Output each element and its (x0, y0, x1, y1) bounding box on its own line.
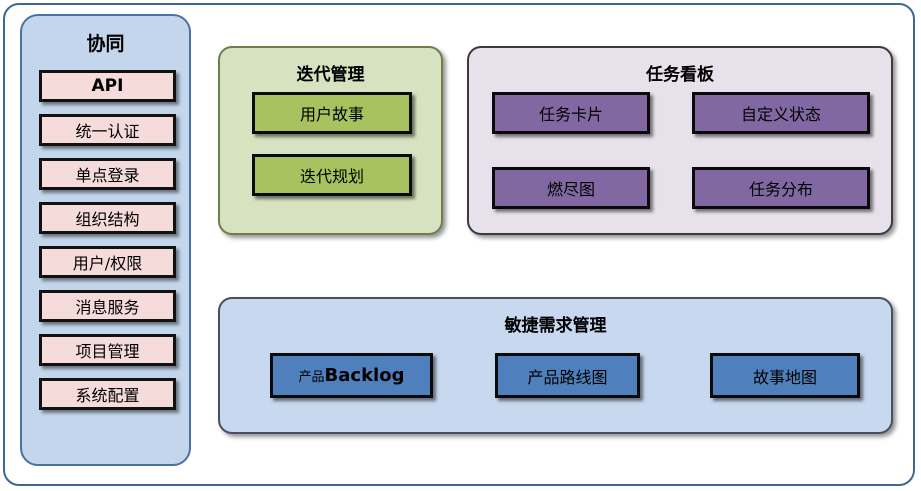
sidebar-item-org-structure[interactable]: 组织结构 (39, 202, 176, 234)
panel-agile-title: 敏捷需求管理 (504, 316, 607, 336)
sidebar-collaboration-panel: 协同 API 统一认证 单点登录 组织结构 用户/权限 消息服务 项目管理 系统… (20, 14, 191, 466)
sidebar-item-system-config[interactable]: 系统配置 (39, 378, 176, 410)
panel-task-board: 任务看板 任务卡片 自定义状态 燃尽图 任务分布 (467, 46, 893, 235)
panel-taskboard-title: 任务看板 (646, 65, 714, 85)
card-product-backlog-latin: Backlog (324, 365, 405, 386)
sidebar-item-unified-auth[interactable]: 统一认证 (39, 114, 176, 146)
card-story-map[interactable]: 故事地图 (710, 353, 860, 398)
sidebar-item-api[interactable]: API (39, 70, 176, 102)
sidebar-item-single-sign-on[interactable]: 单点登录 (39, 158, 176, 190)
card-task-distribution[interactable]: 任务分布 (692, 167, 870, 209)
card-custom-status[interactable]: 自定义状态 (692, 92, 870, 134)
sidebar-title: 协同 (86, 33, 125, 55)
card-user-story[interactable]: 用户故事 (252, 92, 412, 134)
sidebar-item-user-permissions[interactable]: 用户/权限 (39, 246, 176, 278)
sidebar-item-project-management[interactable]: 项目管理 (39, 334, 176, 366)
sidebar-item-message-service[interactable]: 消息服务 (39, 290, 176, 322)
panel-iteration-title: 迭代管理 (296, 65, 365, 85)
card-iteration-planning[interactable]: 迭代规划 (252, 154, 412, 196)
card-product-backlog-han: 产品 (298, 370, 325, 385)
panel-iteration-management: 迭代管理 用户故事 迭代规划 (218, 46, 443, 235)
sidebar-item-list: API 统一认证 单点登录 组织结构 用户/权限 消息服务 项目管理 系统配置 (39, 70, 176, 422)
card-burndown-chart[interactable]: 燃尽图 (492, 167, 650, 209)
card-product-roadmap[interactable]: 产品路线图 (495, 353, 640, 398)
card-task-card[interactable]: 任务卡片 (492, 92, 650, 134)
